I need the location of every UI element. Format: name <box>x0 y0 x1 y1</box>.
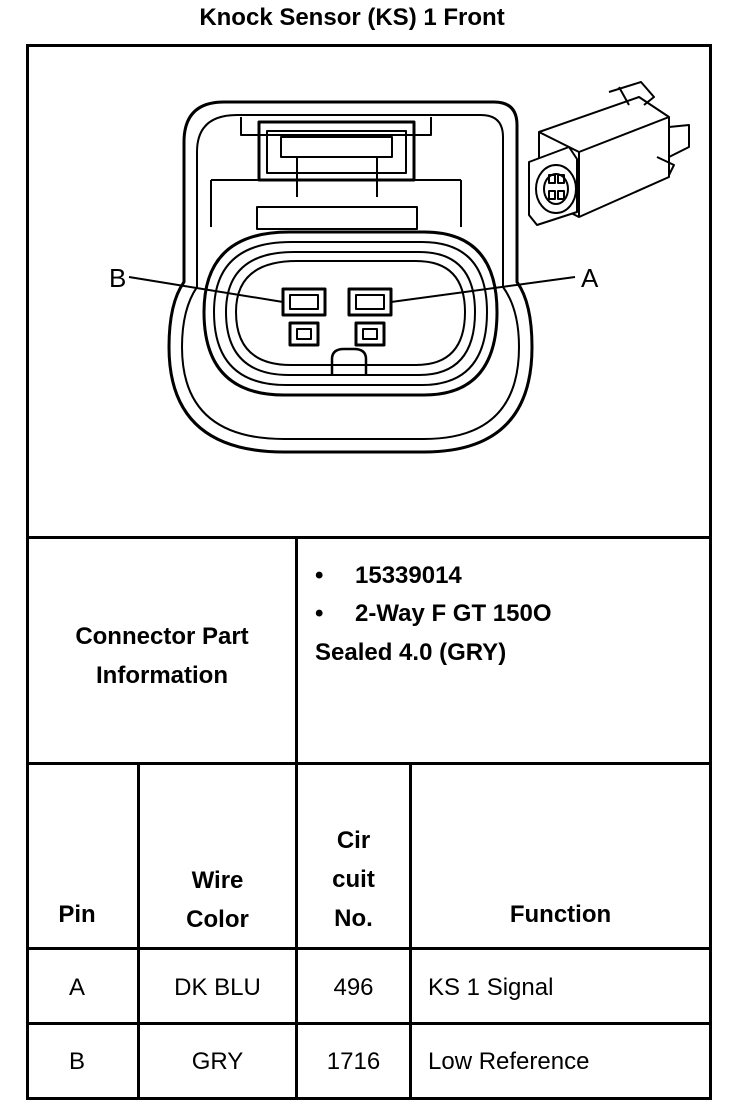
bullet-icon: • <box>315 600 324 627</box>
leader-line-a <box>390 276 576 303</box>
column-divider-2 <box>295 765 298 1097</box>
divider-row <box>29 1022 709 1025</box>
row-a-pin: A <box>68 974 85 1001</box>
header-circuit: Cir cuit No. <box>298 821 409 938</box>
column-divider-1 <box>137 765 140 1097</box>
connector-part-label: Connector Part Information <box>29 617 295 695</box>
divider-header <box>29 762 709 765</box>
page-title: Knock Sensor (KS) 1 Front <box>199 4 505 31</box>
column-divider-3 <box>409 765 412 1097</box>
row-a-circuit: 496 <box>333 974 374 1001</box>
divider-connector-info <box>295 539 298 765</box>
header-wire-color-line2: Color <box>186 906 249 933</box>
connector-part-label-line2: Information <box>96 662 228 689</box>
seal-outer <box>202 230 499 397</box>
divider-diagram <box>29 536 709 539</box>
housing-outline <box>167 100 534 454</box>
header-circuit-line1: Cir <box>336 827 371 854</box>
pin-label-a: A <box>581 263 599 293</box>
pinout-frame: B A Connector Part Information • 1533901… <box>26 44 712 1100</box>
key-notch <box>330 347 368 375</box>
part-number: 15339014 <box>355 562 462 589</box>
leader-line-b <box>128 276 284 303</box>
row-b-function: Low Reference <box>428 1048 590 1075</box>
connector-thumbnail <box>528 81 690 226</box>
pin-label-b: B <box>109 263 126 293</box>
header-circuit-line3: No. <box>334 905 373 932</box>
row-a-wire-color: DK BLU <box>174 974 261 1001</box>
divider-header-rows <box>29 947 709 950</box>
header-function: Function <box>509 901 612 928</box>
row-a-function: KS 1 Signal <box>428 974 554 1001</box>
header-pin: Pin <box>58 901 96 928</box>
connector-diagram: B A <box>109 81 690 454</box>
bullet-icon: • <box>315 562 324 589</box>
header-circuit-line2: cuit <box>332 866 375 893</box>
row-b-pin: B <box>68 1048 85 1075</box>
connector-description: 2-Way F GT 150O <box>355 600 552 627</box>
connector-part-label-line1: Connector Part <box>75 623 249 650</box>
connector-description-continued: Sealed 4.0 (GRY) <box>315 639 507 666</box>
header-wire-color-line1: Wire <box>191 867 244 894</box>
row-b-circuit: 1716 <box>326 1048 381 1075</box>
header-wire-color: Wire Color <box>140 861 295 939</box>
row-b-wire-color: GRY <box>191 1048 244 1075</box>
